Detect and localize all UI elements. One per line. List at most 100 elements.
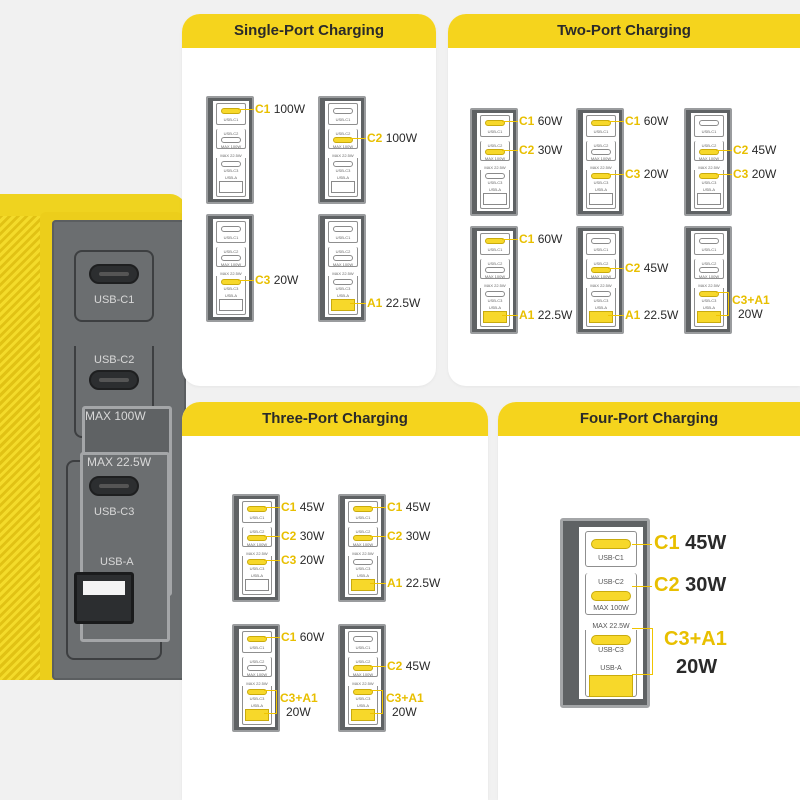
diagram-c1-label: USB-C1	[598, 555, 624, 562]
mini-c3-label: USB-C3	[355, 566, 371, 571]
mini-max22-label: MAX 22.5W	[583, 283, 619, 288]
connector-line	[370, 583, 386, 584]
mini-c2-label: USB-C2	[355, 659, 371, 664]
annotation-port: C3	[255, 273, 271, 287]
mini-c3-label: USB-C3	[487, 180, 503, 185]
mini-group-c2	[694, 259, 724, 279]
mini-a-label: USB-A	[488, 187, 502, 192]
connector-line	[264, 690, 276, 691]
annotation-port: C3	[733, 167, 749, 181]
annotation-watt: 30W	[405, 529, 431, 543]
connector-a	[632, 674, 652, 675]
mini-max100-label: MAX 100W	[220, 262, 242, 267]
port-annotation: C2 30W	[519, 144, 562, 156]
annotation-port: C1	[255, 102, 271, 116]
usb-c2-label: USB-C2	[94, 354, 135, 366]
diagram-max100-label: MAX 100W	[593, 605, 629, 612]
annotation-port: C1	[387, 500, 403, 514]
usb-c2-port[interactable]	[89, 370, 139, 390]
mini-group-c1	[480, 233, 510, 255]
mini-c3-label: USB-C3	[335, 286, 351, 291]
usb-c1-label: USB-C1	[94, 294, 135, 306]
mini-c2-label: USB-C2	[593, 261, 609, 266]
mini-c2-label: USB-C2	[335, 249, 351, 254]
mini-c2-slot	[247, 535, 267, 541]
annotation-watt: 22.5W	[385, 296, 421, 310]
panel-header	[182, 402, 488, 436]
mini-max22-label: MAX 22.5W	[345, 551, 381, 556]
connector-line	[608, 315, 624, 316]
mini-a-slot	[483, 311, 507, 323]
mini-c3-label: USB-C3	[701, 298, 717, 303]
mini-max22-label: MAX 22.5W	[239, 681, 275, 686]
connector-line	[502, 239, 518, 240]
mini-c2-label: USB-C2	[249, 659, 265, 664]
diagram-max22-label: MAX 22.5W	[579, 623, 643, 630]
mini-c1-slot	[353, 636, 373, 642]
port-annotation: C1 60W	[281, 631, 324, 643]
annotation-watt: 60W	[299, 630, 325, 644]
port-annotation: C3 20W	[625, 168, 668, 180]
connector-line	[502, 150, 518, 151]
port-annotation: C2 30W	[281, 530, 324, 542]
panel-title: Four-Port Charging	[579, 410, 719, 427]
annotation-port: C2	[733, 143, 749, 157]
diagram-a-slot	[589, 675, 633, 697]
annotation-watt: 45W	[299, 500, 325, 514]
mini-c1-label: USB-C1	[223, 235, 239, 240]
annotation-watt: 100W	[273, 102, 306, 116]
connector-line	[716, 315, 728, 316]
mini-c2-slot	[699, 267, 719, 273]
charger-top	[0, 194, 186, 216]
mini-group-c1	[242, 631, 272, 653]
annotation-watt: 22.5W	[643, 308, 679, 322]
mini-c1-slot	[333, 226, 353, 232]
annotation-port: C3+A1	[280, 691, 318, 705]
mini-c1-slot	[699, 120, 719, 126]
mini-group-c2	[328, 129, 358, 149]
mini-c1-slot	[247, 506, 267, 512]
annotation-port: C2	[387, 659, 403, 673]
mini-group-c2	[328, 247, 358, 267]
mini-c2-slot	[221, 137, 241, 143]
annotation-watt: 100W	[385, 131, 418, 145]
mini-c1-label: USB-C1	[355, 645, 371, 650]
connector-line	[716, 150, 732, 151]
connector-line	[264, 637, 280, 638]
mini-c2-slot	[591, 149, 611, 155]
usb-c1-port[interactable]	[89, 264, 139, 284]
mini-group-c2	[586, 141, 616, 161]
annotation-port: C1	[519, 114, 535, 128]
mini-c2-slot	[247, 665, 267, 671]
mini-group-c1	[586, 233, 616, 255]
connector-line	[238, 109, 254, 110]
mini-max22-label: MAX 22.5W	[325, 153, 361, 158]
annotation-port: A1	[367, 296, 383, 310]
annotation-watt: 60W	[643, 114, 669, 128]
three-port-panel: Three-Port Charging	[182, 402, 488, 800]
mini-group-c2	[216, 129, 246, 149]
usb-a-port[interactable]	[74, 572, 134, 624]
mini-max100-label: MAX 100W	[590, 274, 612, 279]
mini-c1-label: USB-C1	[701, 247, 717, 252]
connector-line	[238, 280, 254, 281]
mini-group-c2	[694, 141, 724, 161]
panel-header	[182, 14, 436, 48]
mini-a-slot	[697, 193, 721, 205]
four-c2-annotation: C2 30W	[654, 574, 726, 597]
mini-a-slot	[697, 311, 721, 323]
charger-device: USB-C1 USB-C2 MAX 100W MAX 22.5W USB-C3 …	[0, 194, 186, 680]
annotation-port: C2	[519, 143, 535, 157]
usb-c3-port[interactable]	[89, 476, 139, 496]
connector-line	[350, 303, 366, 304]
port-annotation: C1 60W	[519, 233, 562, 245]
mini-c3-slot	[699, 291, 719, 297]
